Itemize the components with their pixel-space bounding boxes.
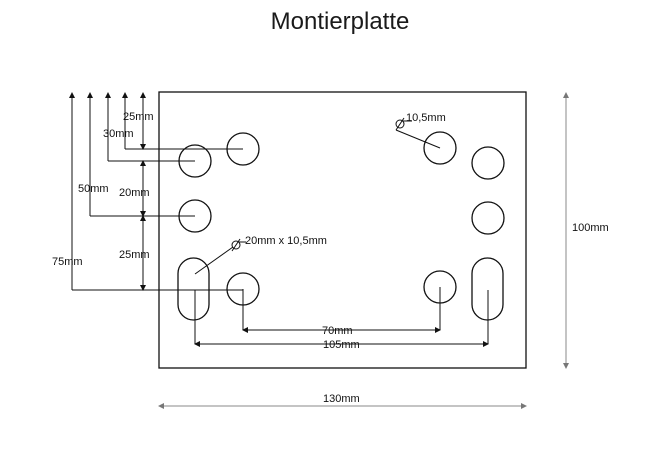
- label-100mm: 100mm: [572, 222, 609, 234]
- mounting-plate-outline: [158, 91, 527, 369]
- label-20mm: 20mm: [119, 187, 150, 199]
- label-105mm: 105mm: [323, 339, 360, 351]
- label-70mm: 70mm: [322, 325, 353, 337]
- label-50mm: 50mm: [78, 183, 109, 195]
- label-75mm: 75mm: [52, 256, 83, 268]
- leader-line-slot: [194, 246, 234, 275]
- label-hole-diameter: 10,5mm: [406, 112, 446, 124]
- hole-right-3: [471, 201, 505, 235]
- hole-right-2: [471, 146, 505, 180]
- diameter-symbol-icon: [395, 119, 405, 129]
- slot-left: [177, 257, 210, 321]
- label-slot-size: 20mm x 10,5mm: [245, 235, 327, 247]
- hole-right-1: [423, 131, 457, 165]
- label-130mm: 130mm: [323, 393, 360, 405]
- slot-diameter-symbol-icon: [231, 240, 241, 250]
- label-25mm-top: 25mm: [123, 111, 154, 123]
- label-30mm: 30mm: [103, 128, 134, 140]
- diagram-title: Montierplatte: [270, 8, 410, 35]
- leader-line-diameter: [395, 129, 441, 149]
- label-25mm: 25mm: [119, 249, 150, 261]
